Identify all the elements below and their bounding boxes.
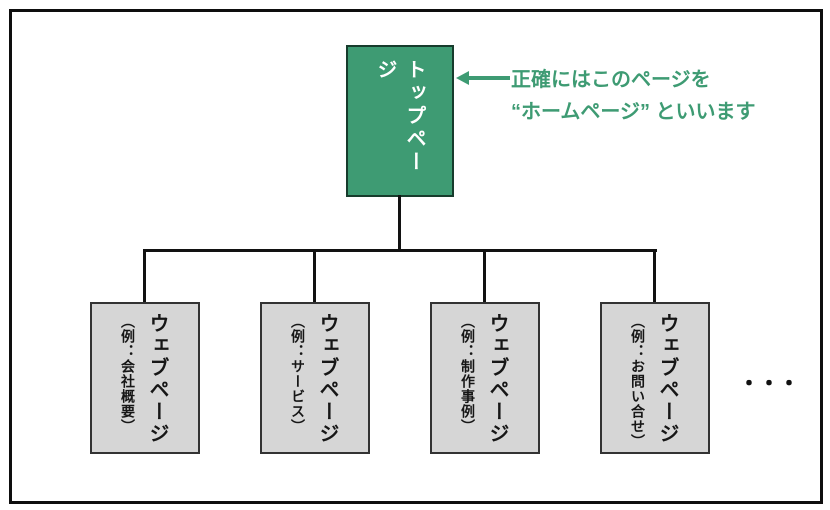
web-page-example: （例：サービス） [290,314,306,434]
connector-drop-1 [143,249,146,304]
annotation-line2: “ホームページ” といいます [511,101,756,123]
web-page-example: （例：お問い合せ） [630,314,646,449]
web-page-label: ウェブページ [316,313,338,445]
diagram-border [9,9,823,504]
web-page-label: ウェブページ [656,313,678,445]
web-page-node-3-text: ウェブページ （例：制作事例） [458,313,512,445]
ellipsis: ・・・ [738,371,800,396]
annotation: 正確にはこのページを “ホームページ” といいます [511,64,756,128]
web-page-node-2-text: ウェブページ （例：サービス） [288,313,342,445]
connector-stem [398,195,401,252]
web-page-label: ウェブページ [146,313,168,445]
annotation-arrow-shaft [466,76,510,80]
left-arrow-icon [456,71,469,85]
top-page-node: トップページ [346,45,454,197]
annotation-line1: 正確にはこのページを [511,69,711,91]
web-page-node-1: ウェブページ （例：会社概要） [90,302,200,454]
web-page-node-4: ウェブページ （例：お問い合せ） [600,302,710,454]
web-page-node-4-text: ウェブページ （例：お問い合せ） [628,313,682,449]
web-page-node-3: ウェブページ （例：制作事例） [430,302,540,454]
web-page-example: （例：制作事例） [460,314,476,434]
connector-hline [144,249,657,252]
web-page-example: （例：会社概要） [120,314,136,434]
connector-drop-4 [653,249,656,304]
web-page-node-2: ウェブページ （例：サービス） [260,302,370,454]
connector-drop-3 [483,249,486,304]
web-page-label: ウェブページ [486,313,508,445]
top-page-label: トップページ [374,59,425,174]
web-page-node-1-text: ウェブページ （例：会社概要） [118,313,172,445]
connector-drop-2 [313,249,316,304]
